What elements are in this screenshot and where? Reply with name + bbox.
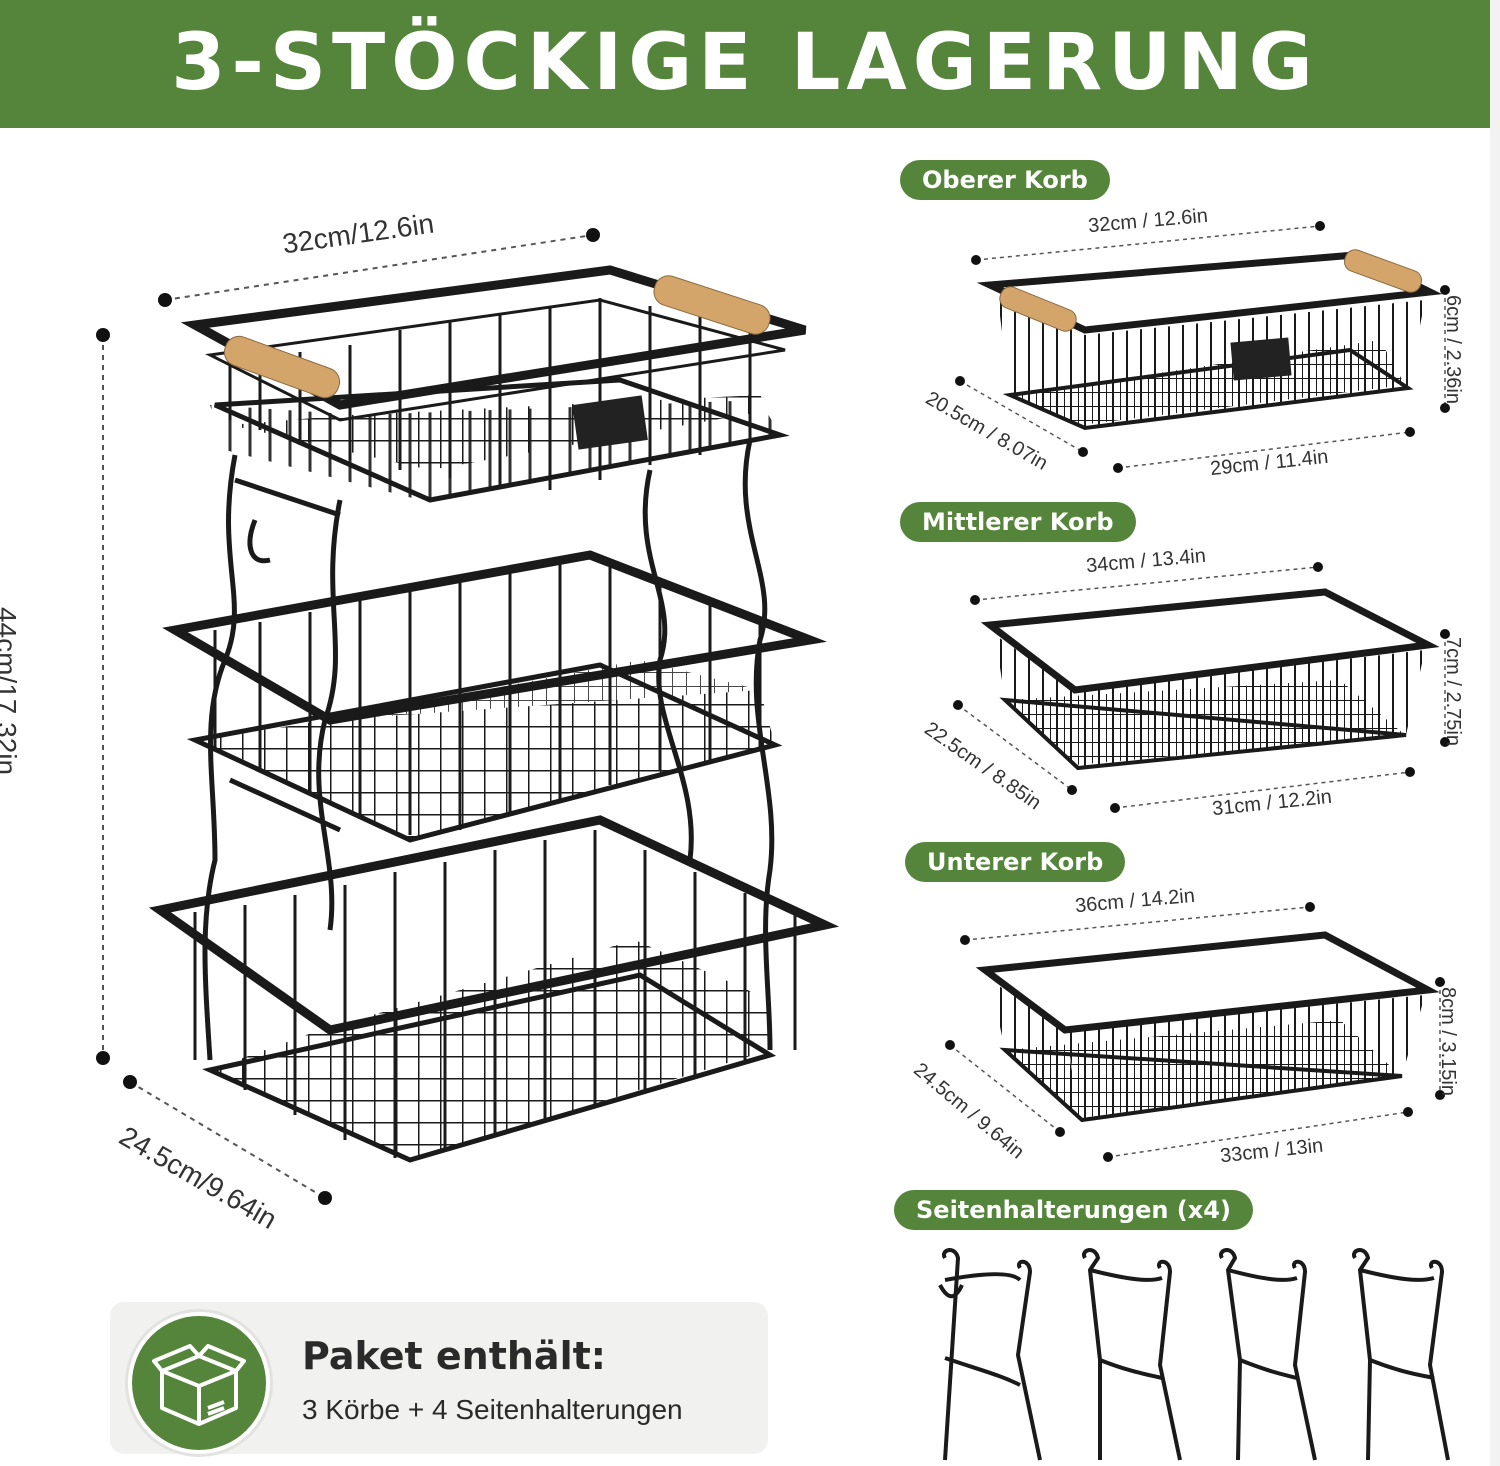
middle-basket [162, 550, 827, 843]
page-title: 3-STÖCKIGE LAGERUNG [171, 18, 1319, 108]
header-banner: 3-STÖCKIGE LAGERUNG [0, 0, 1490, 128]
package-content-text: 3 Körbe + 4 Seitenhalterungen [302, 1394, 683, 1425]
bottom-basket [148, 815, 840, 1163]
box-icon [128, 1312, 270, 1454]
middle-basket-drawing [953, 562, 1450, 813]
upper-basket-badge: Oberer Korb [900, 160, 1110, 200]
lower-basket-badge: Unterer Korb [905, 842, 1126, 882]
side-brackets-badge: Seitenhalterungen (x4) [894, 1190, 1253, 1230]
package-title: Paket enthält: [302, 1334, 606, 1378]
upper-basket-drawing [955, 221, 1450, 473]
lower-basket-drawing [945, 902, 1445, 1162]
middle-basket-badge: Mittlerer Korb [900, 502, 1136, 542]
main-height-label: 44cm/17.32in [0, 606, 23, 776]
upper-height-label: 6cm / 2.36in [1441, 295, 1464, 404]
lower-height-label: 8cm / 3.15in [1436, 987, 1459, 1096]
middle-height-label: 7cm / 2.75in [1441, 637, 1464, 746]
right-edge-strip [1490, 0, 1500, 1466]
side-brackets-drawing [938, 1248, 1450, 1461]
top-basket [180, 265, 807, 503]
package-contents-card: Paket enthält: 3 Körbe + 4 Seitenhalteru… [110, 1302, 768, 1454]
